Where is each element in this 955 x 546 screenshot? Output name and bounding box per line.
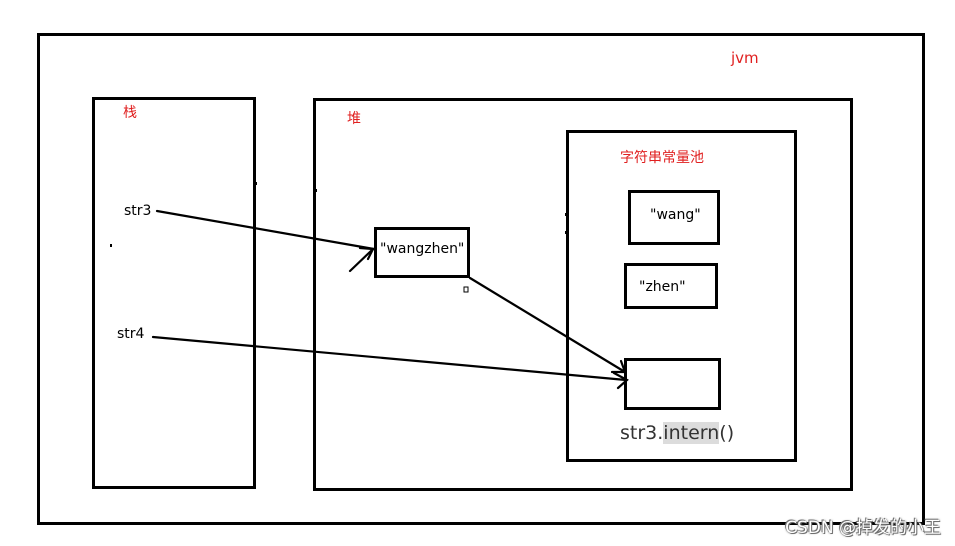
intern-call-prefix: str3.: [620, 422, 664, 444]
stack-label: 栈: [123, 105, 137, 121]
zhen-literal-label: "zhen": [639, 279, 686, 295]
jvm-label: jvm: [731, 49, 759, 67]
str3-to-wangzhen-arrow: [155, 209, 376, 251]
csdn-watermark: CSDN @掉发的小王: [785, 518, 941, 538]
stack-box: [92, 97, 256, 489]
heap-box: [313, 98, 853, 491]
heap-label: 堆: [347, 111, 361, 127]
stray-marks: [110, 182, 569, 247]
wangzhen-object-box: [374, 227, 470, 278]
str4-arrowhead: [612, 371, 629, 390]
stray-mark-4: [110, 244, 112, 247]
stray-mark-5: [565, 213, 569, 216]
str3-arrow-tail-stroke: [348, 248, 374, 273]
wangzhen-object-label: "wangzhen": [380, 241, 465, 257]
intern-call-highlight: intern: [663, 422, 720, 444]
stray-handle: [463, 286, 469, 293]
wangzhen-arrowhead: [610, 359, 627, 374]
str4-label: str4: [117, 326, 145, 342]
intern-call-label: str3.intern(): [620, 422, 735, 444]
stray-mark-1: [254, 182, 257, 185]
stray-mark-3: [254, 239, 256, 243]
str3-label: str3: [124, 203, 152, 219]
wang-literal-label: "wang": [650, 207, 701, 223]
stray-mark-2: [314, 189, 317, 192]
zhen-literal-box: [624, 263, 718, 309]
str4-to-intern-arrow: [151, 335, 628, 382]
string-pool-label: 字符串常量池: [620, 150, 704, 166]
string-pool-box: [566, 130, 797, 462]
jvm-box: [37, 33, 925, 525]
intern-reference-box: [624, 358, 721, 410]
stray-mark-6: [565, 231, 569, 234]
wangzhen-to-intern-arrow: [468, 276, 627, 374]
intern-call-suffix: (): [719, 422, 735, 444]
str3-arrowhead: [358, 246, 375, 261]
wang-literal-box: [628, 190, 720, 245]
